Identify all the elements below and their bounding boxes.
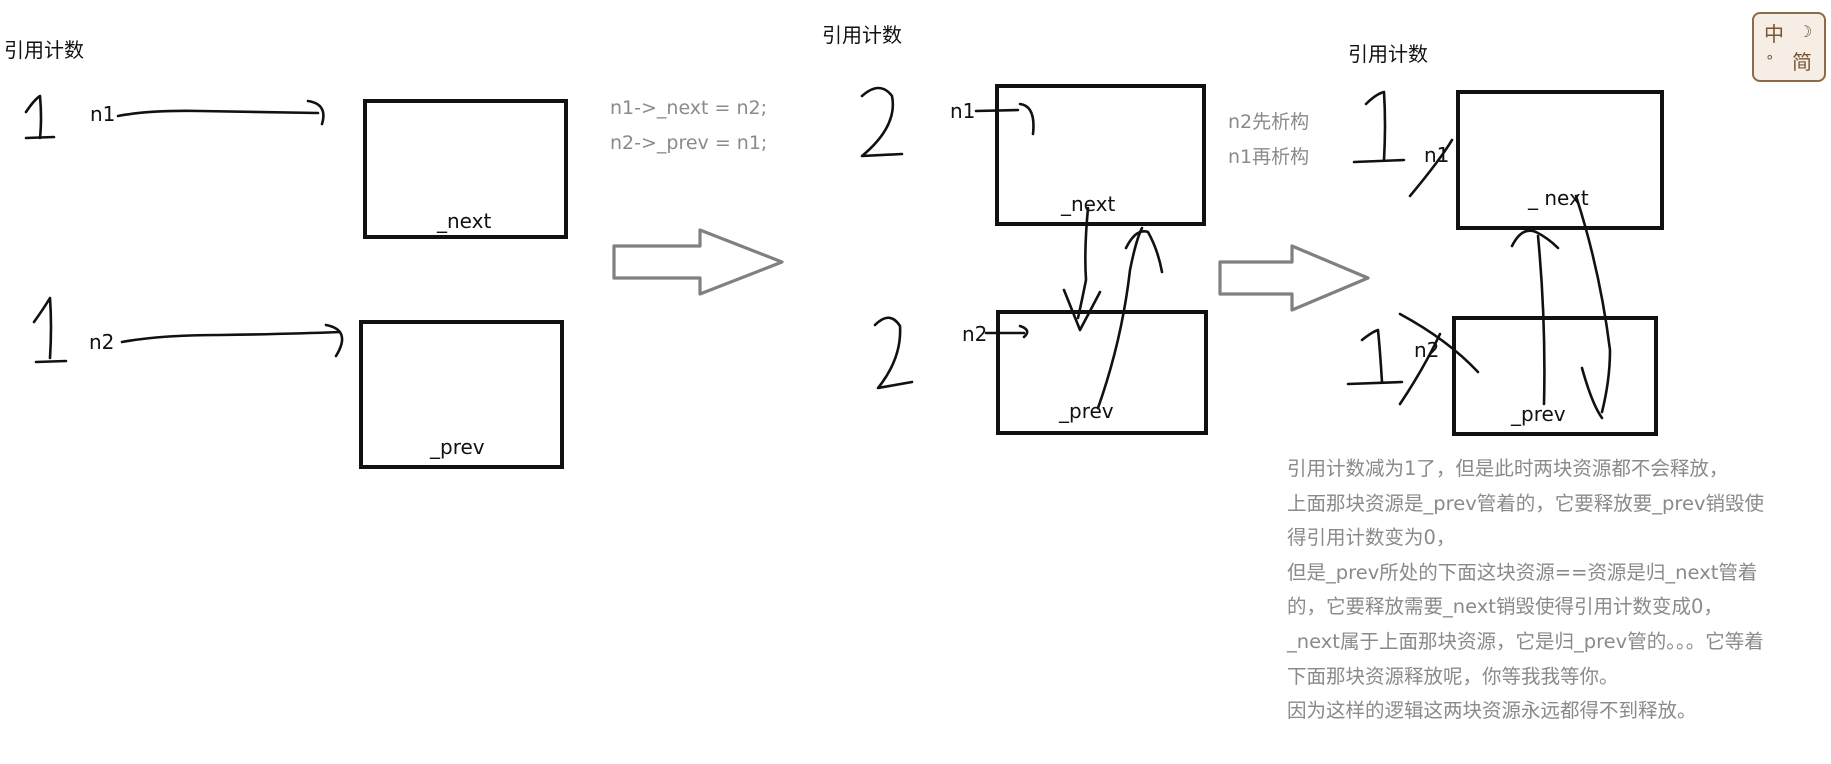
ime-status-indicator[interactable]: 中 ☽ ° 简 (1752, 12, 1826, 82)
panel1-n1-count-stroke (24, 94, 56, 140)
panel1-node1-field: _next (437, 209, 492, 233)
code-line-2: n2->_prev = n1; (610, 132, 768, 154)
panel2-n2-arrow (984, 324, 1029, 339)
order-line-2: n1再析构 (1228, 146, 1310, 168)
panel1-n2-count-stroke (32, 296, 68, 364)
explanation-line: 下面那块资源释放呢，你等我我等你。 (1287, 664, 1619, 688)
order-line-1: n2先析构 (1228, 111, 1310, 133)
panel1-heading: 引用计数 (4, 38, 84, 62)
explanation-line: 得引用计数变为0， (1287, 526, 1456, 550)
transition-arrow-1 (612, 228, 784, 296)
code-line-1: n1->_next = n2; (610, 97, 768, 119)
panel2-n1-label: n1 (950, 99, 976, 123)
explanation-note: 引用计数减为1了，但是此时两块资源都不会释放， 上面那块资源是_prev管着的，… (1287, 452, 1807, 729)
panel1-node-n1: _next (363, 99, 568, 239)
panel1-n2-label: n2 (89, 330, 115, 354)
panel2-node-n1: _next (995, 84, 1206, 226)
panel3-node-n2: _prev (1452, 316, 1658, 436)
panel3-node2-field: _prev (1511, 402, 1566, 426)
panel2-prev-link (1096, 226, 1164, 410)
panel1-n1-arrow (116, 99, 325, 126)
panel2-node2-field: _prev (1059, 399, 1114, 423)
panel2-n2-label: n2 (962, 322, 988, 346)
explanation-line: 上面那块资源是_prev管着的，它要释放要_prev销毁使 (1287, 491, 1765, 515)
ime-mode-label: 中 (1764, 22, 1784, 46)
panel1-node2-field: _prev (430, 435, 485, 459)
explanation-line: 但是_prev所处的下面这块资源==资源是归_next管着 (1287, 560, 1758, 584)
panel2-n1-arrow (974, 102, 1035, 136)
explanation-line: 引用计数减为1了，但是此时两块资源都不会释放， (1287, 457, 1729, 480)
panel3-next-link (1574, 194, 1612, 420)
panel2-next-link (1062, 206, 1102, 332)
ime-charset-label: 简 (1792, 50, 1812, 74)
panel3-n2-label: n2 (1414, 338, 1440, 362)
panel2-heading: 引用计数 (822, 23, 902, 47)
explanation-line: _next属于上面那块资源，它是归_prev管的。。。它等着 (1287, 629, 1764, 653)
panel2-n1-count-stroke (860, 86, 904, 158)
panel3-heading: 引用计数 (1348, 42, 1428, 66)
transition-arrow-2 (1218, 244, 1370, 312)
explanation-line: 因为这样的逻辑这两块资源永远都得不到释放。 (1287, 699, 1697, 723)
panel3-node-n1: _ next (1456, 90, 1664, 230)
moon-icon: ☽ (1798, 22, 1813, 41)
panel3-n2-count-stroke (1346, 312, 1480, 406)
panel1-n2-arrow (120, 323, 344, 358)
panel1-n1-label: n1 (90, 102, 116, 126)
explanation-line: 的，它要释放需要_next销毁使得引用计数变成0， (1287, 595, 1723, 619)
panel2-node-n2: _prev (996, 310, 1208, 435)
panel3-n1-label: n1 (1424, 143, 1450, 167)
panel3-prev-link (1510, 229, 1560, 406)
punctuation-icon: ° (1766, 52, 1774, 70)
panel3-n1-count-stroke (1352, 90, 1454, 198)
panel2-n2-count-stroke (873, 316, 914, 390)
panel1-node-n2: _prev (359, 320, 564, 469)
